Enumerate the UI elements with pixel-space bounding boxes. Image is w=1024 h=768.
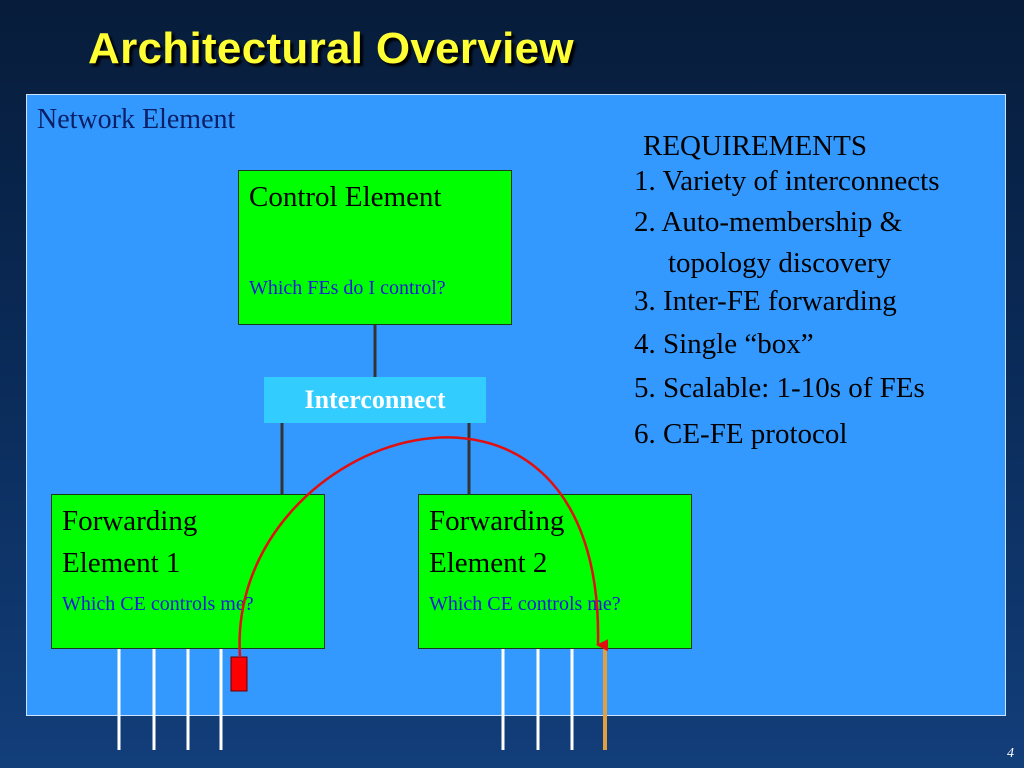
requirement-item: 5. Scalable: 1-10s of FEs [634, 372, 925, 404]
interconnect-box: Interconnect [264, 377, 486, 423]
forwarding-element-2-name-line1: Forwarding [429, 505, 565, 537]
network-element-label: Network Element [37, 104, 236, 135]
forwarding-element-1-question: Which CE controls me? [62, 593, 254, 615]
requirement-item: 6. CE-FE protocol [634, 418, 848, 450]
requirements-title: REQUIREMENTS [643, 130, 867, 162]
forwarding-element-1-name-line2: Element 1 [62, 547, 181, 579]
requirement-item-continuation: topology discovery [668, 247, 892, 279]
requirement-item: 2. Auto-membership & [634, 206, 903, 238]
control-element-question: Which FEs do I control? [249, 277, 446, 299]
control-element-name: Control Element [249, 181, 442, 213]
requirement-item: 1. Variety of interconnects [634, 165, 940, 197]
inter-fe-forwarding-arc [238, 436, 609, 658]
requirement-item: 4. Single “box” [634, 328, 814, 360]
forwarding-element-2-question: Which CE controls me? [429, 593, 621, 615]
forwarding-element-1-box: Forwarding Element 1 Which CE controls m… [51, 494, 325, 649]
forwarding-element-1-name-line1: Forwarding [62, 505, 198, 537]
control-element-box: Control Element Which FEs do I control? [238, 170, 512, 325]
forwarding-element-2-name-line2: Element 2 [429, 547, 548, 579]
requirement-item: 3. Inter-FE forwarding [634, 285, 897, 317]
slide-title: Architectural Overview [88, 24, 574, 73]
forwarding-element-2-box: Forwarding Element 2 Which CE controls m… [418, 494, 692, 649]
page-number: 4 [1007, 746, 1014, 761]
